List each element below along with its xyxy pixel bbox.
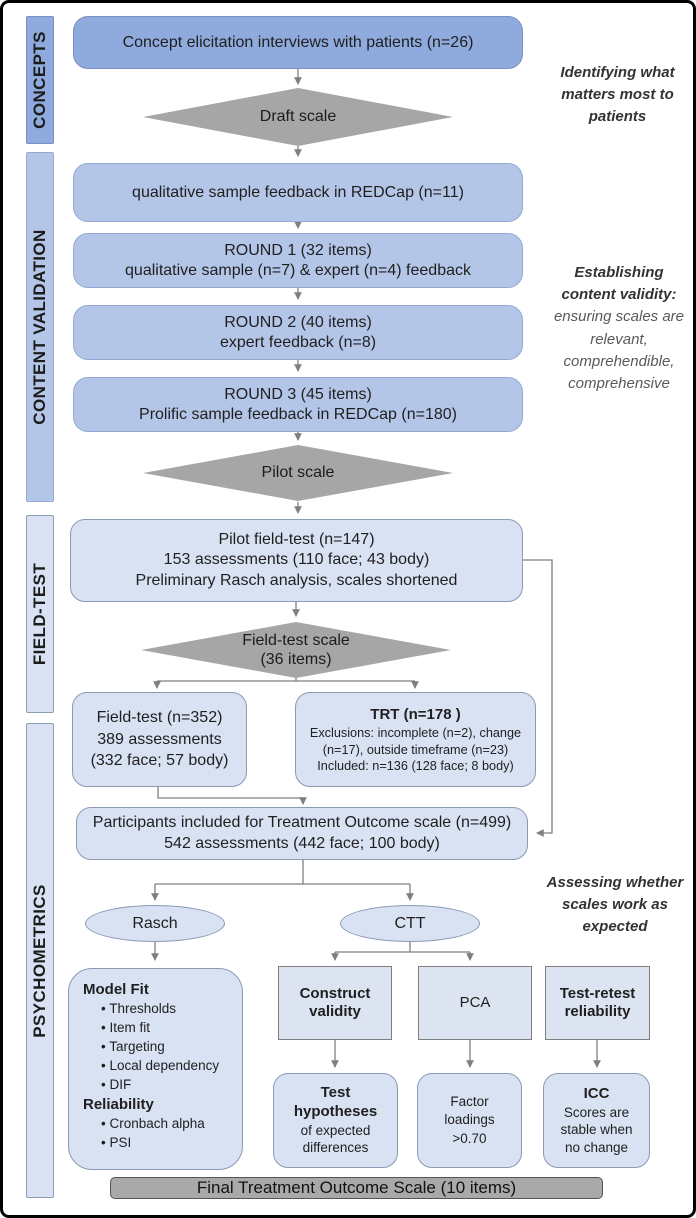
- trt-box: TRT (n=178 ) Exclusions: incomplete (n=2…: [295, 692, 536, 787]
- round1-box: ROUND 1 (32 items) qualitative sample (n…: [73, 233, 523, 288]
- reliability-bullets: Cronbach alpha PSI: [83, 1115, 204, 1153]
- rasch-label: Rasch: [132, 914, 178, 932]
- pilot-fieldtest-line3: Preliminary Rasch analysis, scales short…: [135, 571, 458, 589]
- fieldtest-scale-diamond: [141, 622, 451, 678]
- draft-scale-label: Draft scale: [259, 108, 337, 126]
- fieldtest-scale-label: Field-test scale (36 items): [242, 631, 350, 668]
- round1-line1: ROUND 1 (32 items): [224, 241, 372, 259]
- round3-line2: Prolific sample feedback in REDCap (n=18…: [139, 405, 457, 423]
- round1-line2: qualitative sample (n=7) & expert (n=4) …: [125, 261, 471, 279]
- test-hypotheses-bold: Test hypotheses: [293, 1084, 378, 1120]
- sidebar-bar-psychometrics: PSYCHOMETRICS: [26, 723, 54, 1198]
- annotation-content-validation: Establishing content validity: ensuring …: [548, 262, 690, 395]
- sidebar-bar-field-test: FIELD-TEST: [26, 515, 54, 713]
- trt-line1: Exclusions: incomplete (n=2), change: [309, 725, 522, 740]
- ctt-ellipse: CTT: [340, 905, 480, 942]
- pilot-fieldtest-line1: Pilot field-test (n=147): [218, 530, 375, 548]
- final-scale-bar: Final Treatment Outcome Scale (10 items): [110, 1177, 603, 1199]
- trt-title: TRT (n=178 ): [370, 705, 461, 723]
- annotation-cv-bold: Establishing content validity:: [561, 264, 677, 304]
- pilot-scale-label: Pilot scale: [261, 464, 335, 482]
- fieldtest-sample-box: Field-test (n=352) 389 assessments (332 …: [72, 692, 247, 787]
- concept-elicitation-box: Concept elicitation interviews with pati…: [73, 16, 523, 69]
- icc-bold: ICC: [583, 1084, 610, 1102]
- concept-elicitation-text: Concept elicitation interviews with pati…: [122, 33, 474, 51]
- annotation-psychometrics: Assessing whether scales work as expecte…: [546, 874, 684, 935]
- fieldtest-sample-line2: 389 assessments: [97, 730, 222, 748]
- qualitative-feedback-text: qualitative sample feedback in REDCap (n…: [132, 183, 464, 201]
- sidebar-label-field-test: FIELD-TEST: [30, 562, 49, 666]
- model-fit-header: Model Fit: [83, 981, 149, 998]
- diamond-shapes: [141, 88, 453, 678]
- reliability-header: Reliability: [83, 1096, 154, 1114]
- factor-loadings-box: Factor loadings >0.70: [417, 1073, 522, 1168]
- trt-line2: (n=17), outside timeframe (n=23): [322, 742, 509, 757]
- sidebar-label-concepts: CONCEPTS: [30, 31, 49, 129]
- round2-line1: ROUND 2 (40 items): [224, 313, 372, 331]
- rasch-ellipse: Rasch: [85, 905, 225, 942]
- sidebar-bar-concepts: CONCEPTS: [26, 16, 54, 144]
- icc-rest: Scores are stable when no change: [560, 1104, 633, 1155]
- ctt-label: CTT: [394, 914, 426, 932]
- round3-line1: ROUND 3 (45 items): [224, 385, 372, 403]
- sidebar-label-psychometrics: PSYCHOMETRICS: [30, 883, 49, 1038]
- draft-scale-diamond: [143, 88, 453, 146]
- pca-box: PCA: [418, 966, 532, 1040]
- test-retest-box: Test-retest reliability: [545, 966, 650, 1040]
- pilot-fieldtest-line2: 153 assessments (110 face; 43 body): [163, 551, 430, 569]
- participants-line2: 542 assessments (442 face; 100 body): [164, 834, 440, 852]
- trt-line3: Included: n=136 (128 face; 8 body): [317, 759, 514, 774]
- round2-line2: expert feedback (n=8): [219, 333, 377, 351]
- pilot-fieldtest-box: Pilot field-test (n=147) 153 assessments…: [70, 519, 523, 602]
- icc-box: ICC Scores are stable when no change: [543, 1073, 650, 1168]
- test-hypotheses-box: Test hypotheses of expected differences: [273, 1073, 398, 1168]
- fieldtest-sample-line1: Field-test (n=352): [96, 709, 223, 727]
- annotation-cv-rest: ensuring scales are relevant, comprehend…: [553, 308, 685, 392]
- model-fit-box: Model Fit Thresholds Item fit Targeting …: [68, 968, 243, 1170]
- fieldtest-sample-line3: (332 face; 57 body): [90, 752, 229, 770]
- round2-box: ROUND 2 (40 items) expert feedback (n=8): [73, 305, 523, 360]
- sidebar-label-content-validation: CONTENT VALIDATION: [30, 229, 49, 425]
- round3-box: ROUND 3 (45 items) Prolific sample feedb…: [73, 377, 523, 432]
- construct-validity-box: Construct validity: [278, 966, 392, 1040]
- model-fit-bullets: Thresholds Item fit Targeting Local depe…: [83, 1000, 219, 1094]
- qualitative-feedback-box: qualitative sample feedback in REDCap (n…: [73, 163, 523, 222]
- sidebar-bar-content-validation: CONTENT VALIDATION: [26, 152, 54, 502]
- arrows: [151, 69, 601, 1069]
- annotation-concepts: Identifying what matters most to patient…: [560, 64, 675, 125]
- test-hypotheses-rest: of expected differences: [300, 1122, 371, 1156]
- participants-box: Participants included for Treatment Outc…: [76, 807, 528, 860]
- pilot-scale-diamond: [143, 445, 453, 501]
- participants-line1: Participants included for Treatment Outc…: [92, 813, 512, 831]
